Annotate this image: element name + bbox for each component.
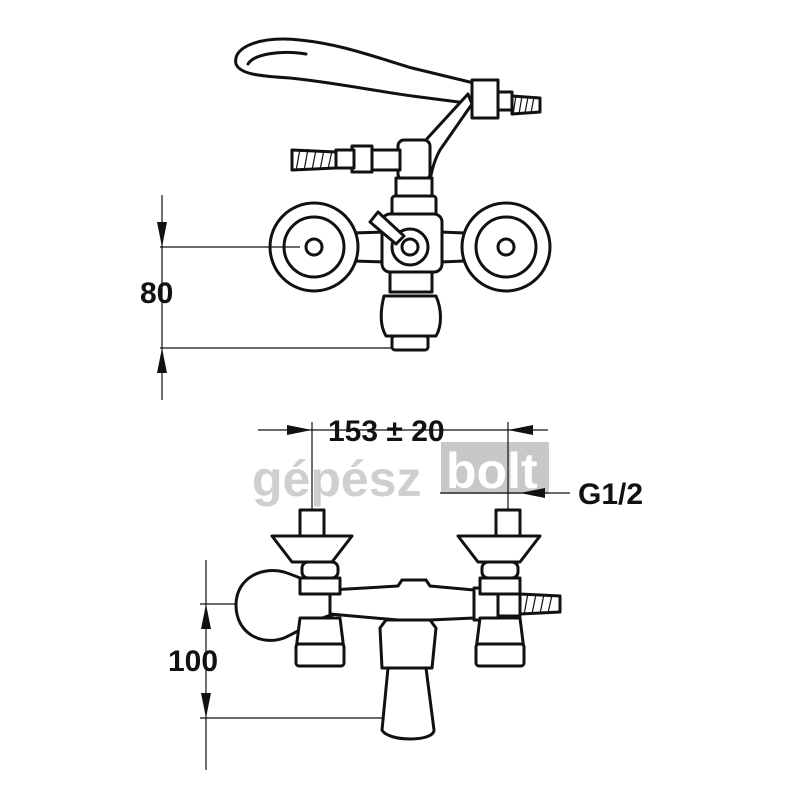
top-spout	[379, 270, 442, 352]
threaded-end-left	[290, 144, 402, 174]
dimension-label-100: 100	[168, 645, 218, 678]
neck-nut	[394, 176, 434, 198]
center-body	[368, 210, 444, 274]
dimension-height-bottom: 100	[168, 560, 384, 770]
watermark: gépész bolt	[252, 442, 549, 507]
front-view: 153 ± 20 G1/2	[168, 415, 643, 770]
left-inlet	[270, 508, 354, 580]
watermark-text-bolt: bolt	[446, 443, 538, 499]
right-handle-disc	[460, 201, 552, 293]
main-body	[328, 578, 476, 622]
shower-holder	[470, 78, 500, 120]
dimension-height-top: 80	[140, 195, 392, 400]
dimension-thread: G1/2	[440, 478, 643, 511]
front-spout	[378, 618, 438, 741]
dimension-label-thread: G1/2	[578, 478, 643, 511]
top-view: 80	[140, 37, 552, 400]
left-valve-body	[294, 576, 346, 668]
diverter-connector	[396, 138, 432, 182]
right-valve-body	[474, 576, 526, 668]
dimension-spacing: 153 ± 20	[258, 415, 548, 545]
left-handle-disc	[268, 201, 360, 293]
threaded-end-right	[496, 90, 542, 116]
right-inlet	[456, 508, 542, 580]
diverter-lever	[368, 210, 406, 246]
hand-shower-head	[234, 37, 480, 106]
watermark-box	[441, 442, 549, 494]
watermark-text-gepesz: gépész	[252, 451, 422, 507]
dimension-label-80: 80	[140, 277, 173, 310]
dimension-label-spacing: 153 ± 20	[328, 415, 445, 448]
